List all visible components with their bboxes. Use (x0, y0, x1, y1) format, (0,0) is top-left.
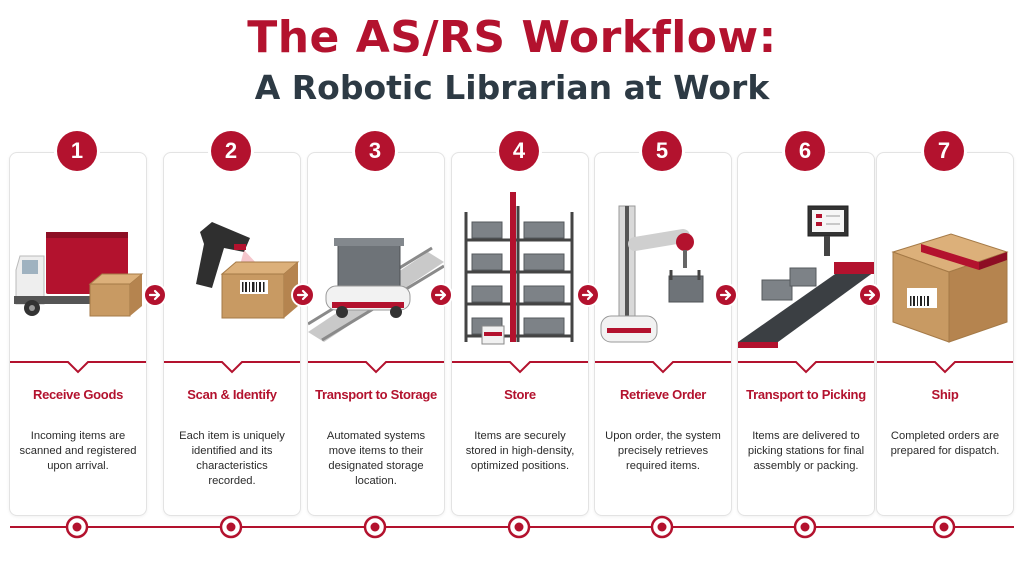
card-divider (738, 361, 874, 374)
step-description-line: prepared for dispatch. (890, 445, 1000, 457)
step-description-line: move items to their (328, 445, 424, 457)
step-description: Items are delivered to picking stations f… (746, 429, 866, 474)
step-description: Upon order, the system precisely retrieve… (603, 429, 723, 474)
arrow-right-icon (578, 285, 598, 305)
step-description-line: location. (355, 475, 397, 487)
timeline-marker (793, 515, 817, 539)
step-description-line: precisely retrieves (617, 445, 709, 457)
step-number-badge: 6 (785, 131, 825, 171)
step-number-badge: 7 (924, 131, 964, 171)
step-title: Scan & Identify (187, 387, 277, 402)
step-title: Retrieve Order (619, 387, 707, 402)
step-number-badge: 5 (642, 131, 682, 171)
step-number-badge: 2 (211, 131, 251, 171)
step-description-line: optimized positions. (470, 460, 570, 472)
step-description: Each item is uniquely identified and its c… (172, 429, 292, 489)
step-number-badge: 1 (57, 131, 97, 171)
shuttle-robot-icon (308, 238, 444, 342)
step-description-line: scanned and registered (19, 445, 137, 457)
page-subtitle: A Robotic Librarian at Work (254, 68, 770, 107)
step-description: Completed orders are prepared for dispatc… (885, 429, 1005, 459)
step-description-line: upon arrival. (47, 460, 109, 472)
arrow-right-icon (145, 285, 165, 305)
robotic-arm-icon (600, 205, 704, 343)
step-title: Transport to Picking (746, 387, 866, 402)
step-description-line: Completed orders are (890, 430, 1000, 442)
timeline-marker (507, 515, 531, 539)
truck-icon (14, 232, 144, 317)
step-description: Incoming items are scanned and registered… (18, 429, 138, 474)
step-description-line: stored in high-density, (465, 445, 575, 457)
timeline (10, 515, 1014, 539)
step-number-badge: 3 (355, 131, 395, 171)
storage-rack-icon (464, 192, 574, 345)
card-divider (10, 361, 146, 374)
card-divider (164, 361, 300, 374)
step-title: Ship (931, 387, 959, 402)
step-title: Transport to Storage (315, 387, 437, 402)
step-title: Store (504, 387, 536, 402)
step-description-line: Upon order, the system (605, 430, 721, 442)
timeline-marker (219, 515, 243, 539)
step-description-line: Incoming items are (30, 430, 126, 442)
timeline-marker (65, 515, 89, 539)
page-title: The AS/RS Workflow: (247, 12, 777, 63)
step-description: Automated systems move items to their desi… (316, 429, 436, 489)
arrow-right-icon (293, 285, 313, 305)
shipping-box-icon (891, 233, 1009, 343)
step-description: Items are securely stored in high-density… (460, 429, 580, 474)
arrow-right-icon (860, 285, 880, 305)
step-description-line: Automated systems (326, 430, 426, 442)
step-description-line: designated storage (328, 460, 424, 472)
timeline-marker (650, 515, 674, 539)
card-divider (452, 361, 588, 374)
card-divider (877, 361, 1013, 374)
card-divider (308, 361, 444, 374)
step-title: Receive Goods (32, 387, 124, 402)
step-description-line: required items. (626, 460, 700, 472)
step-description-line: assembly or packing. (753, 460, 859, 472)
conveyor-icon (738, 205, 874, 348)
step-description-line: identified and its (191, 445, 273, 457)
step-description-line: Each item is uniquely (179, 430, 285, 442)
step-number-badge: 4 (499, 131, 539, 171)
timeline-marker (363, 515, 387, 539)
card-divider (595, 361, 731, 374)
arrow-right-icon (716, 285, 736, 305)
arrow-right-icon (431, 285, 451, 305)
step-description-line: Items are securely (474, 430, 566, 442)
step-description-line: Items are delivered to (752, 430, 860, 442)
step-description-line: picking stations for final (747, 445, 865, 457)
timeline-marker (932, 515, 956, 539)
barcode-scanner-icon (196, 222, 300, 319)
step-description-line: characteristics recorded. (196, 460, 268, 487)
